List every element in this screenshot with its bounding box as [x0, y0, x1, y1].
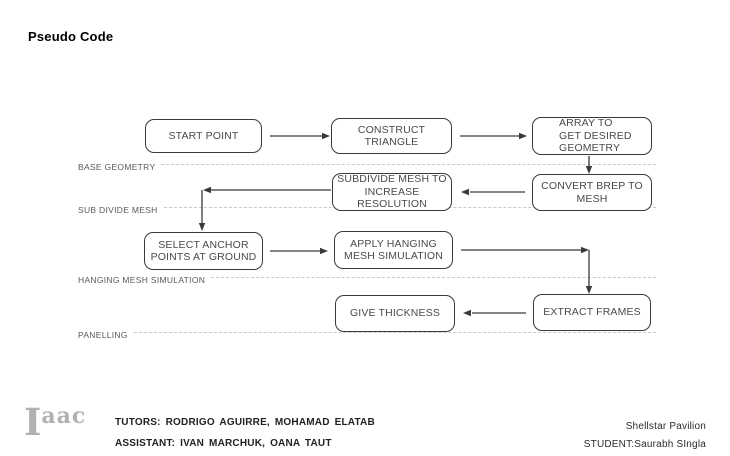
student-credit: STUDENT:Saurabh SIngla — [583, 439, 706, 450]
node-select-anchor-points-at-ground: SELECT ANCHOR POINTS AT GROUND — [144, 232, 263, 270]
section-label-sub-divide-mesh: SUB DIVIDE MESH — [78, 205, 158, 215]
section-label-base-geometry: BASE GEOMETRY — [78, 162, 156, 172]
section-label-hanging-mesh-simulation: HANGING MESH SIMULATION — [78, 275, 206, 285]
node-give-thickness: GIVE THICKNESS — [335, 295, 455, 332]
arrow-convert-to-subdivide — [461, 188, 525, 196]
section-label-panelling: PANELLING — [78, 330, 128, 340]
section-panelling: PANELLING — [78, 331, 656, 340]
node-convert-brep-to-mesh: CONVERT BREP TO MESH — [532, 174, 652, 211]
arrow-apply-hanging-to-extract-frames — [461, 246, 593, 294]
node-apply-hanging-mesh-simulation: APPLY HANGING MESH SIMULATION — [334, 231, 453, 269]
section-divider-line — [133, 332, 656, 333]
section-divider-line — [161, 164, 656, 165]
assistant-credit: ASSISTANT: IVAN MARCHUK, OANA TAUT — [115, 438, 332, 449]
arrow-extract-frames-to-give-thickness — [463, 309, 526, 317]
page-title: Pseudo Code — [28, 29, 114, 44]
node-construct-triangle: CONSTRUCT TRIANGLE — [331, 118, 452, 154]
node-extract-frames: EXTRACT FRAMES — [533, 294, 651, 331]
node-array-to-get-desired-geometry: ARRAY TO GET DESIRED GEOMETRY — [532, 117, 652, 155]
iaac-logo-aac: aac — [41, 403, 87, 429]
section-base-geometry: BASE GEOMETRY — [78, 163, 656, 172]
iaac-logo-i: I — [24, 400, 42, 444]
tutors-credit: TUTORS: RODRIGO AGUIRRE, MOHAMAD ELATAB — [115, 417, 375, 428]
arrow-start-to-construct — [270, 132, 330, 140]
project-title: Shellstar Pavilion — [625, 421, 706, 432]
arrow-construct-to-array — [460, 132, 527, 140]
node-start-point: START POINT — [145, 119, 262, 153]
iaac-logo: Iaac — [24, 404, 86, 441]
node-subdivide-mesh-to-increase-resolution: SUBDIVIDE MESH TO INCREASE RESOLUTION — [332, 173, 452, 211]
section-divider-line — [211, 277, 656, 278]
section-hanging-mesh-simulation: HANGING MESH SIMULATION — [78, 276, 656, 285]
arrow-select-anchor-to-apply-hanging — [270, 247, 328, 255]
